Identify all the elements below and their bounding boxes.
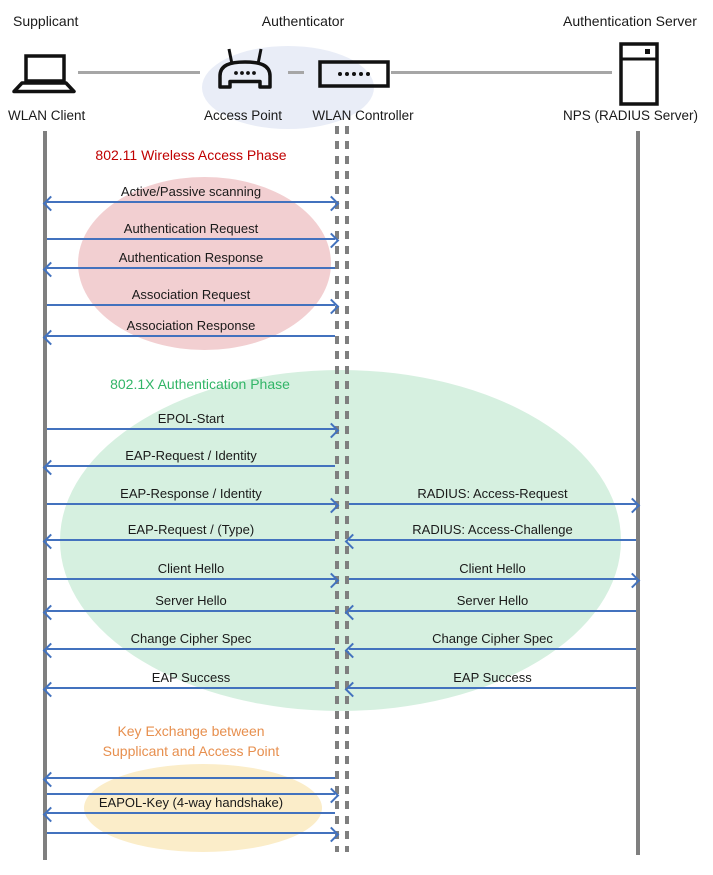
phase3-title: Key Exchange between Supplicant and Acce… bbox=[47, 721, 335, 761]
message-label: Association Response bbox=[126, 318, 256, 333]
message-row: RADIUS: Access-Challenge bbox=[349, 522, 636, 541]
message-row: Server Hello bbox=[349, 593, 636, 612]
message-row: EPOL-Start bbox=[47, 411, 335, 430]
message-label: EAP Success bbox=[453, 670, 532, 685]
message-label: EPOL-Start bbox=[157, 411, 225, 426]
device-label-wlan-controller: WLAN Controller bbox=[312, 108, 414, 123]
connector-line-left bbox=[78, 71, 200, 74]
message-row: Authentication Request bbox=[47, 221, 335, 240]
message-row: EAP-Request / Identity bbox=[47, 448, 335, 467]
phase3-title-line1: Key Exchange between bbox=[117, 723, 265, 739]
message-label: Server Hello bbox=[155, 593, 227, 608]
message-row: EAP Success bbox=[349, 670, 636, 689]
message-label: Client Hello bbox=[459, 561, 526, 576]
message-label: EAPOL-Key (4-way handshake) bbox=[98, 795, 284, 810]
role-supplicant: Supplicant bbox=[13, 13, 79, 29]
message-label: EAP-Request / Identity bbox=[125, 448, 257, 463]
message-row: EAP-Request / (Type) bbox=[47, 522, 335, 541]
message-row: Change Cipher Spec bbox=[349, 631, 636, 650]
phase3-title-line2: Supplicant and Access Point bbox=[102, 743, 280, 759]
server-lifeline bbox=[636, 131, 640, 855]
message-row: RADIUS: Access-Request bbox=[349, 486, 636, 505]
phase2-title: 802.1X Authentication Phase bbox=[110, 376, 290, 392]
server-icon bbox=[619, 42, 659, 106]
wlan-controller-icon bbox=[318, 60, 390, 88]
message-label: Change Cipher Spec bbox=[130, 631, 252, 646]
message-row: EAPOL-Key (4-way handshake) bbox=[47, 795, 335, 814]
device-label-access-point: Access Point bbox=[203, 108, 283, 123]
message-label: Authentication Response bbox=[118, 250, 264, 265]
device-label-nps-radius-server: NPS (RADIUS Server) bbox=[563, 108, 699, 123]
connector-line-middle bbox=[288, 71, 304, 74]
supplicant-lifeline bbox=[43, 131, 47, 860]
connector-line-right bbox=[391, 71, 612, 74]
message-label: Association Request bbox=[131, 287, 251, 302]
role-authenticator: Authenticator bbox=[261, 13, 345, 29]
message-row bbox=[47, 832, 335, 834]
message-label: Change Cipher Spec bbox=[432, 631, 553, 646]
device-label-wlan-client: WLAN Client bbox=[8, 108, 86, 123]
message-label: RADIUS: Access-Challenge bbox=[412, 522, 573, 537]
message-label: EAP Success bbox=[151, 670, 231, 685]
message-label: RADIUS: Access-Request bbox=[417, 486, 568, 501]
message-row: EAP Success bbox=[47, 670, 335, 689]
message-row bbox=[47, 793, 335, 795]
role-authentication-server: Authentication Server bbox=[563, 13, 697, 29]
message-row: Association Request bbox=[47, 287, 335, 306]
message-row: Client Hello bbox=[349, 561, 636, 580]
authenticator-lifeline-left bbox=[335, 126, 339, 852]
message-row: Authentication Response bbox=[47, 250, 335, 269]
message-label: EAP-Request / (Type) bbox=[127, 522, 255, 537]
message-label: Server Hello bbox=[456, 593, 529, 608]
authenticator-lifeline-right bbox=[345, 126, 349, 852]
message-row bbox=[47, 777, 335, 779]
message-row: Change Cipher Spec bbox=[47, 631, 335, 650]
message-label: Active/Passive scanning bbox=[120, 184, 262, 199]
access-point-icon bbox=[212, 46, 278, 92]
phase1-ellipse bbox=[78, 177, 331, 350]
message-row: Client Hello bbox=[47, 561, 335, 580]
phase1-title: 802.11 Wireless Access Phase bbox=[95, 147, 287, 163]
message-row: EAP-Response / Identity bbox=[47, 486, 335, 505]
message-row: Active/Passive scanning bbox=[47, 184, 335, 203]
message-label: Client Hello bbox=[157, 561, 225, 576]
message-label: EAP-Response / Identity bbox=[120, 486, 262, 501]
message-row: Server Hello bbox=[47, 593, 335, 612]
laptop-icon bbox=[12, 53, 76, 95]
message-label: Authentication Request bbox=[123, 221, 259, 236]
message-row: Association Response bbox=[47, 318, 335, 337]
